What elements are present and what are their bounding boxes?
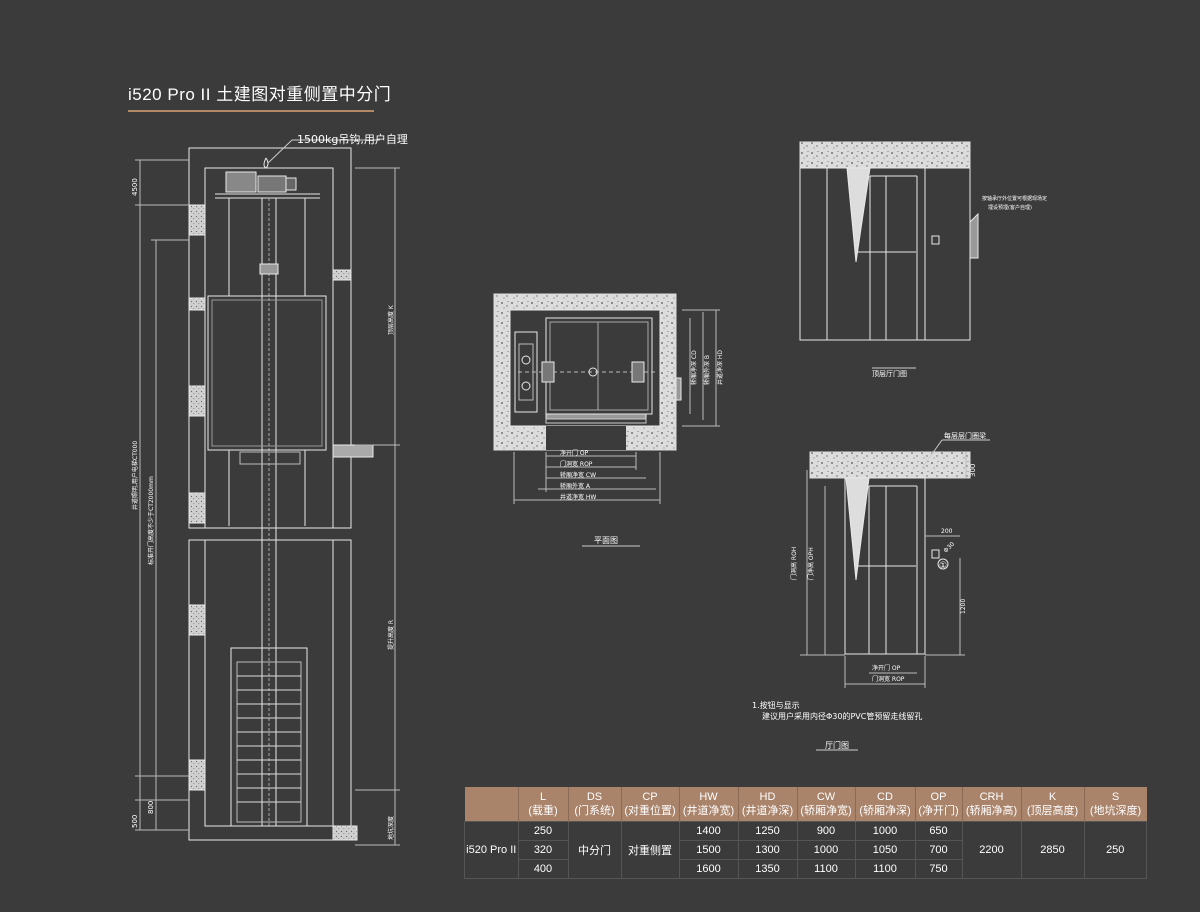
hall-dim-op: 净开门 OP <box>872 664 901 672</box>
elevation-drawing <box>135 139 400 846</box>
hall-beam-label: 每层层门圈梁 <box>944 431 986 440</box>
dim-bottom-500: 500 <box>131 815 139 828</box>
page-title: i520 Pro II 土建图对重侧置中分门 <box>128 85 392 104</box>
hall-label-roh: 门洞高 ROH <box>790 547 798 580</box>
hall-door-caption: 厅门图 <box>825 740 849 750</box>
label-s: 地坑深度 <box>387 816 395 840</box>
label-r: 提升高度 R <box>387 620 395 650</box>
cell-cw: 1000 <box>796 840 856 860</box>
hall-label-oph: 门净高 OPH <box>807 547 815 580</box>
hall-dim-phi: Φ30 <box>942 541 956 555</box>
header-s: S(地坑深度) <box>1084 787 1147 822</box>
header-ds: DS(门系统) <box>568 787 622 822</box>
hall-door-drawing <box>800 439 990 751</box>
plan-dim-b: 轿厢外深 B <box>703 355 711 385</box>
cell-cw: 900 <box>796 821 856 841</box>
cell-cd: 1000 <box>854 821 916 841</box>
hall-dim-rop: 门洞宽 ROP <box>872 675 905 683</box>
traction-machine <box>225 171 257 193</box>
header-hw: HW(井道净宽) <box>679 787 739 822</box>
header-cd: CD(轿厢净深) <box>855 787 916 822</box>
slab-3 <box>188 492 206 524</box>
header-cw: CW(轿厢净宽) <box>797 787 856 822</box>
plan-dim-cd: 轿厢净深 CD <box>690 350 698 385</box>
top-door-caption: 顶层厅门图 <box>872 369 907 378</box>
plan-dim-a: 轿厢外宽 A <box>560 482 591 490</box>
header-op: OP(净开门) <box>915 787 963 822</box>
counterweight-frame <box>230 647 308 827</box>
hoist-note: 1500kg吊钩,用户自理 <box>297 132 408 146</box>
plan-dim-hd: 井道净深 HD <box>716 350 724 385</box>
cell-cd: 1050 <box>854 840 916 860</box>
shaft-upper-outline <box>188 147 352 529</box>
header-l: L(载重) <box>518 787 569 822</box>
plan-dim-op: 净开门 OP <box>560 449 589 457</box>
dim-bottom-800: 800 <box>147 801 155 814</box>
hall-note-1: 1.按钮与显示 <box>752 700 800 710</box>
slab-5 <box>188 759 206 791</box>
table-row: 400 1600 1350 1100 1100 750 <box>465 859 1147 879</box>
elevator-car <box>207 295 327 451</box>
hall-dim-300: 300 <box>969 464 977 477</box>
title-underline <box>128 110 374 112</box>
top-door-note-2: 埋设预埋(客户自理) <box>988 204 1032 211</box>
header-hd: HD(井道净深) <box>738 787 798 822</box>
cell-op: 650 <box>914 821 963 841</box>
cell-k: 2850 <box>1020 821 1085 879</box>
plan-dim-cw: 轿厢净宽 CW <box>560 471 596 479</box>
cell-cd: 1100 <box>854 859 916 879</box>
slab-4 <box>188 604 206 636</box>
header-cp: CP(对重位置) <box>621 787 680 822</box>
spec-header-row: L(载重) DS(门系统) CP(对重位置) HW(井道净宽) HD(井道净深)… <box>464 787 1147 822</box>
cell-hd: 1350 <box>737 859 798 879</box>
cell-op: 700 <box>914 840 963 860</box>
hall-dim-1200: 1200 <box>960 599 967 614</box>
slab-1 <box>188 204 206 236</box>
cell-l: 250 <box>517 821 569 841</box>
header-k: K(顶层高度) <box>1021 787 1085 822</box>
cell-op: 750 <box>914 859 963 879</box>
plan-caption: 平面图 <box>594 536 618 545</box>
cell-cp: 对重侧置 <box>620 821 680 879</box>
cell-l: 320 <box>517 840 569 860</box>
cell-hw: 1600 <box>678 859 739 879</box>
plan-drawing <box>493 293 720 547</box>
cell-hd: 1250 <box>737 821 798 841</box>
hall-marker: ① <box>939 561 947 571</box>
header-blank <box>464 787 519 822</box>
dim-inner: 标准开门高度不少于CT2000mm <box>147 476 155 565</box>
cell-hd: 1300 <box>737 840 798 860</box>
dim-total: 井道照明,用户电梯CT000 <box>131 441 139 510</box>
dim-top: 4500 <box>131 178 139 196</box>
cell-s: 250 <box>1083 821 1147 879</box>
table-row: i520 Pro II 250 中分门 对重侧置 1400 1250 900 1… <box>464 821 1147 879</box>
plan-counterweight <box>514 331 538 413</box>
cell-model: i520 Pro II <box>464 821 519 879</box>
cell-ds: 中分门 <box>567 821 622 879</box>
spec-table: L(载重) DS(门系统) CP(对重位置) HW(井道净宽) HD(井道净深)… <box>464 787 1147 879</box>
label-k: 顶层高度 K <box>387 304 395 335</box>
cell-hw: 1500 <box>678 840 739 860</box>
cell-cw: 1100 <box>796 859 856 879</box>
plan-dim-rop: 门洞宽 ROP <box>560 460 593 468</box>
top-door-note-1: 按轴承厅外位置可根据现场定 <box>982 195 1047 202</box>
plan-dim-hw: 井道净宽 HW <box>560 493 596 501</box>
hall-dim-200: 200 <box>941 528 953 535</box>
cell-hw: 1400 <box>678 821 739 841</box>
cell-l: 400 <box>517 859 569 879</box>
top-door-drawing <box>799 141 979 369</box>
cell-crh: 2200 <box>961 821 1022 879</box>
slab-2 <box>188 385 206 417</box>
header-crh: CRH(轿厢净高) <box>962 787 1022 822</box>
hall-note-2: 建议用户采用内径Φ30的PVC管预留走线留孔 <box>762 711 922 721</box>
